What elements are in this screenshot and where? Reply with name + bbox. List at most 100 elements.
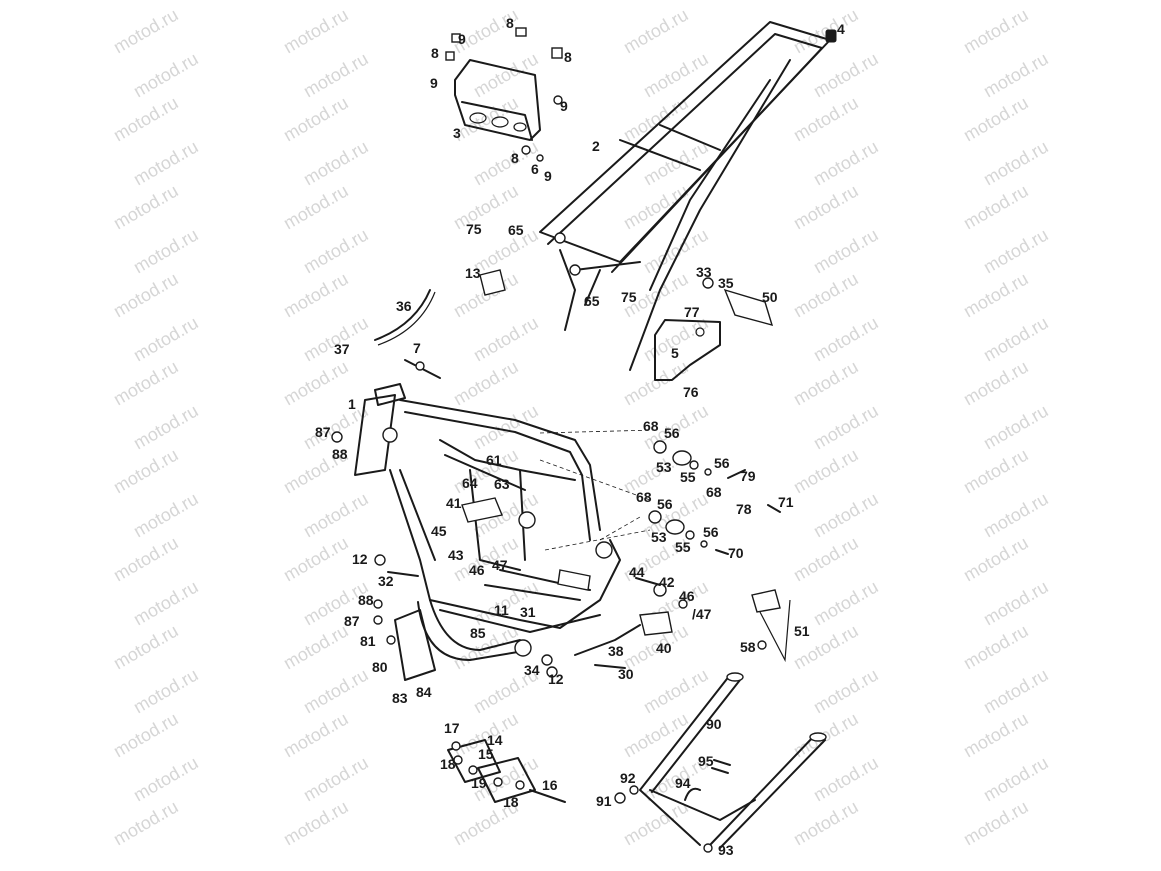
label-16: 16 [542,777,558,793]
label-55: 55 [680,469,696,485]
part-3-bracket [454,59,541,141]
label-9: 9 [544,168,552,184]
label-65: 65 [508,222,524,238]
label-77: 77 [684,304,700,320]
label-32: 32 [378,573,394,589]
label-12: 12 [352,551,368,567]
part-50-footpeg [723,288,774,327]
label-35: 35 [718,275,734,291]
label-47: 47 [492,557,508,573]
label-31: 31 [520,604,536,620]
label-13: 13 [465,265,481,281]
label-42: 42 [659,574,675,590]
label-56: 56 [664,425,680,441]
label-45: 45 [431,523,447,539]
label-46: 46 [679,588,695,604]
label-94: 94 [675,775,691,791]
label-53: 53 [656,459,672,475]
label-46: 46 [469,562,485,578]
label-65: 65 [584,293,600,309]
part-36-hose [374,289,431,341]
label-87: 87 [315,424,331,440]
label-87: 87 [344,613,360,629]
label-64: 64 [462,475,478,491]
label-19: 19 [471,775,487,791]
label-5: 5 [671,345,679,361]
label-2: 2 [592,138,600,154]
part-41-footpeg [461,497,503,523]
label-30: 30 [618,666,634,682]
rear-subframe [539,21,831,371]
label-6: 6 [531,161,539,177]
label-76: 76 [683,384,699,400]
label-37: 37 [334,341,350,357]
engine-mount-plates [447,739,566,803]
label-7: 7 [413,340,421,356]
label-78: 78 [736,501,752,517]
label-61: 61 [486,452,502,468]
label-56: 56 [703,524,719,540]
label-33: 33 [696,264,712,280]
label-9: 9 [560,98,568,114]
label-14: 14 [487,732,503,748]
label-90: 90 [706,716,722,732]
label-75: 75 [466,221,482,237]
label-95: 95 [698,753,714,769]
label-8: 8 [431,45,439,61]
label-1: 1 [348,396,356,412]
label-91: 91 [596,793,612,809]
label-58: 58 [740,639,756,655]
label-8: 8 [564,49,572,65]
right-bushings [539,429,781,555]
label-85: 85 [470,625,486,641]
label-34: 34 [524,662,540,678]
part-40-brake-lever [574,624,641,656]
label-68: 68 [706,484,722,500]
label-79: 79 [740,468,756,484]
label-8: 8 [511,150,519,166]
label-88: 88 [358,592,374,608]
label-17: 17 [444,720,460,736]
label-41: 41 [446,495,462,511]
label-12: 12 [548,671,564,687]
label-81: 81 [360,633,376,649]
label-88: 88 [332,446,348,462]
part-5-bracket [654,319,721,381]
label-70: 70 [728,545,744,561]
label-8: 8 [506,15,514,31]
label-11: 11 [494,602,509,618]
label-93: 93 [718,842,734,858]
label-43: 43 [448,547,464,563]
label-38: 38 [608,643,624,659]
part-90-stand [614,672,827,853]
label-9: 9 [458,31,466,47]
label-84: 84 [416,684,432,700]
label-68: 68 [636,489,652,505]
label-83: 83 [392,690,408,706]
part-4-bumper [825,29,837,43]
label-18: 18 [440,756,456,772]
label-51: 51 [794,623,810,639]
label-9: 9 [430,75,438,91]
label-50: 50 [762,289,778,305]
part-80-guard [394,609,436,681]
label-68: 68 [643,418,659,434]
label-44: 44 [629,564,645,580]
label-80: 80 [372,659,388,675]
label-55: 55 [675,539,691,555]
label-18: 18 [503,794,519,810]
label-63: 63 [494,476,510,492]
label-75: 75 [621,289,637,305]
part-51-pedal [751,589,781,613]
label-56: 56 [714,455,730,471]
label-71: 71 [778,494,794,510]
part-13-rubber-block [479,269,506,296]
label-53: 53 [651,529,667,545]
label-15: 15 [478,746,494,762]
label-40: 40 [656,640,672,656]
label-36: 36 [396,298,412,314]
label-92: 92 [620,770,636,786]
main-frame [354,383,621,661]
